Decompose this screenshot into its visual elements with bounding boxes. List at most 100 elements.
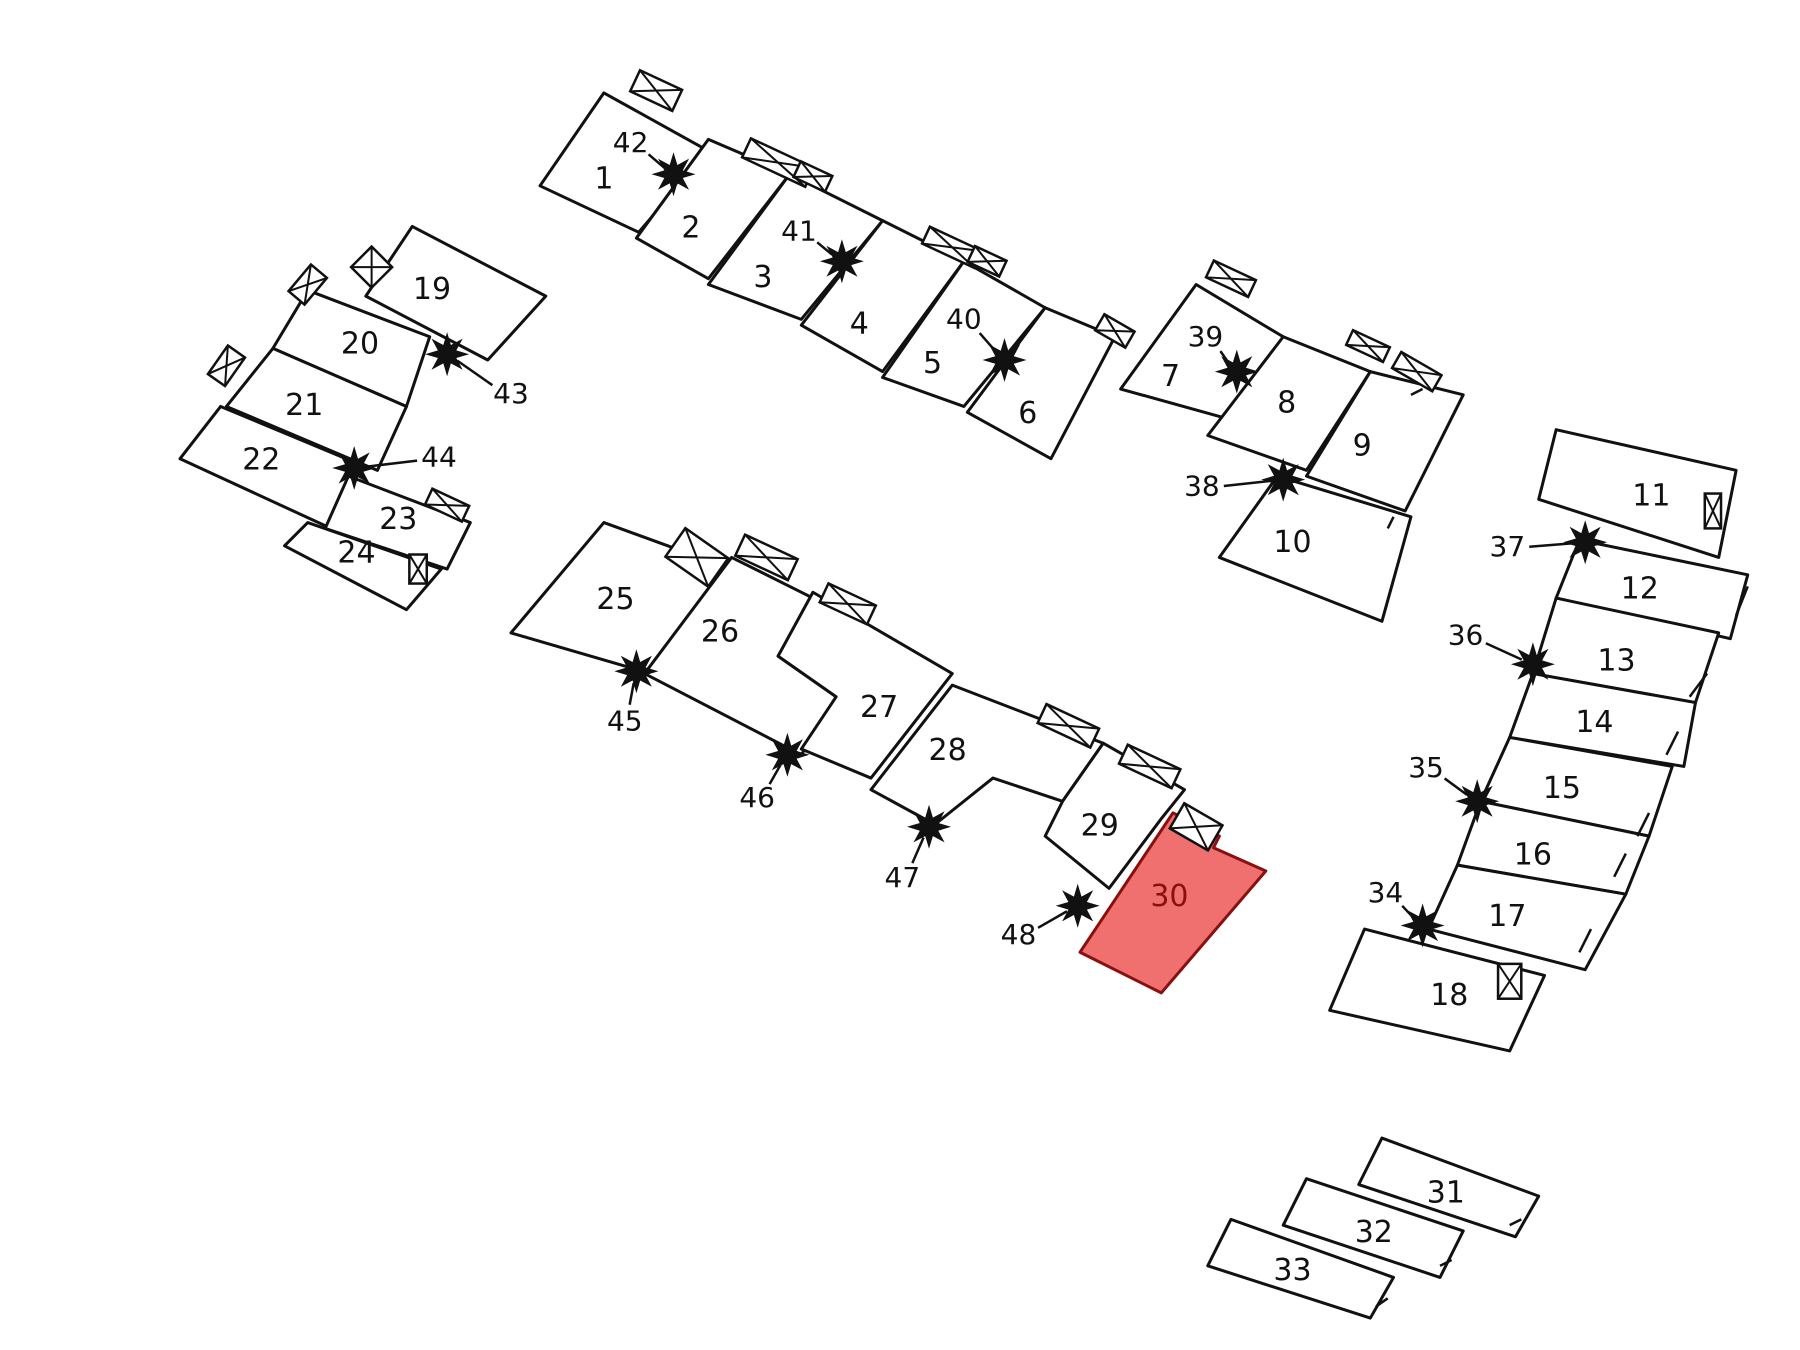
meter-box-icon: [817, 581, 878, 627]
lot-label-16: 16: [1514, 837, 1552, 872]
lot-3[interactable]: [706, 172, 885, 321]
lot-label-13: 13: [1597, 643, 1635, 678]
tick-mark: [1688, 672, 1709, 698]
lot-12[interactable]: [1554, 538, 1750, 641]
lot-label-8: 8: [1277, 386, 1296, 421]
tick-mark: [1578, 928, 1593, 953]
leader-line: [1223, 479, 1272, 488]
tick-mark: [1613, 852, 1627, 878]
lot-10[interactable]: [1217, 474, 1413, 623]
lot-24[interactable]: [283, 521, 443, 612]
leader-line: [1443, 777, 1468, 796]
lot-label-1: 1: [594, 162, 613, 197]
junction-node-44[interactable]: [332, 446, 377, 490]
junction-node-38[interactable]: [1261, 457, 1306, 502]
junction-node-47[interactable]: [907, 804, 951, 849]
lot-17[interactable]: [1426, 863, 1628, 972]
junction-node-36[interactable]: [1510, 642, 1555, 687]
lot-31[interactable]: [1357, 1136, 1541, 1239]
junction-node-48[interactable]: [1055, 883, 1100, 928]
meter-box-icon: [1496, 962, 1523, 1000]
lot-8[interactable]: [1206, 335, 1372, 472]
meter-box-icon: [1168, 801, 1225, 853]
lot-21[interactable]: [224, 346, 408, 472]
lot-label-14: 14: [1575, 705, 1613, 740]
leader-line: [628, 682, 635, 705]
lot-label-29: 29: [1081, 808, 1119, 843]
junction-node-42[interactable]: [651, 152, 696, 197]
lot-14[interactable]: [1508, 672, 1697, 768]
leader-line: [1401, 904, 1415, 919]
lot-label-4: 4: [850, 307, 869, 342]
junction-node-37[interactable]: [1563, 520, 1608, 565]
meter-box-icon: [206, 343, 247, 388]
lot-11[interactable]: [1537, 428, 1738, 559]
lot-label-32: 32: [1355, 1215, 1393, 1250]
node-label-38: 38: [1184, 470, 1220, 503]
junction-node-45[interactable]: [614, 649, 659, 694]
meter-box-icon: [1117, 743, 1183, 790]
node-label-43: 43: [493, 377, 529, 410]
tick-mark: [1439, 1258, 1453, 1267]
lot-label-18: 18: [1430, 978, 1468, 1013]
lot-label-6: 6: [1018, 396, 1037, 431]
junction-node-46[interactable]: [765, 732, 810, 777]
tick-mark: [1410, 387, 1424, 396]
leader-line: [1037, 910, 1068, 929]
lot-30-highlighted[interactable]: [1078, 811, 1268, 995]
nodes-layer: [332, 152, 1608, 948]
lot-label-24: 24: [337, 535, 375, 570]
meter-box-icon: [663, 526, 730, 589]
lot-label-17: 17: [1488, 899, 1526, 934]
lot-label-3: 3: [753, 260, 772, 295]
leader-line: [1219, 350, 1230, 364]
leader-line: [647, 153, 665, 169]
lot-label-10: 10: [1273, 525, 1311, 560]
lot-label-25: 25: [596, 582, 634, 617]
junction-node-35[interactable]: [1455, 779, 1500, 824]
junction-node-43[interactable]: [425, 332, 470, 377]
junction-node-41[interactable]: [819, 239, 864, 284]
meter-box-icon: [628, 68, 684, 113]
node-label-37: 37: [1490, 530, 1526, 563]
leader-line: [1485, 642, 1523, 661]
lot-label-19: 19: [413, 272, 451, 307]
lot-label-30: 30: [1150, 879, 1188, 914]
meter-box-icon: [733, 532, 800, 582]
lot-label-5: 5: [923, 346, 942, 381]
node-label-48: 48: [1001, 918, 1037, 951]
tick-mark: [1636, 812, 1651, 837]
node-label-47: 47: [885, 861, 921, 894]
node-label-41: 41: [781, 214, 817, 247]
lot-33[interactable]: [1206, 1217, 1396, 1320]
labels-layer: 1234567891011121314151617181920212223242…: [242, 126, 1670, 1288]
meter-box-icon: [1390, 350, 1444, 393]
lot-label-20: 20: [341, 326, 379, 361]
meter-box-icon: [1703, 492, 1723, 530]
lots-layer: [178, 91, 1750, 1320]
lot-18[interactable]: [1328, 927, 1547, 1053]
lot-32[interactable]: [1281, 1177, 1465, 1279]
tick-mark: [1509, 1218, 1522, 1227]
leader-line: [768, 764, 782, 785]
lot-5[interactable]: [881, 259, 1047, 408]
lot-label-2: 2: [681, 210, 700, 245]
tick-mark: [1375, 1297, 1389, 1308]
meter-box-icon: [965, 244, 1009, 279]
lot-29[interactable]: [1043, 741, 1187, 890]
lot-label-27: 27: [860, 690, 898, 725]
lot-6[interactable]: [965, 306, 1117, 461]
lot-label-31: 31: [1427, 1175, 1465, 1210]
node-label-40: 40: [946, 303, 982, 336]
leader-line: [816, 241, 833, 256]
leader-line: [365, 459, 418, 468]
leader-line: [978, 332, 997, 353]
meter-box-icon: [1035, 702, 1101, 750]
lot-27[interactable]: [776, 590, 954, 780]
leader-line: [911, 837, 925, 864]
node-label-39: 39: [1188, 320, 1224, 353]
leader-line: [1529, 541, 1574, 549]
node-label-45: 45: [607, 704, 643, 737]
lot-label-15: 15: [1543, 771, 1581, 806]
